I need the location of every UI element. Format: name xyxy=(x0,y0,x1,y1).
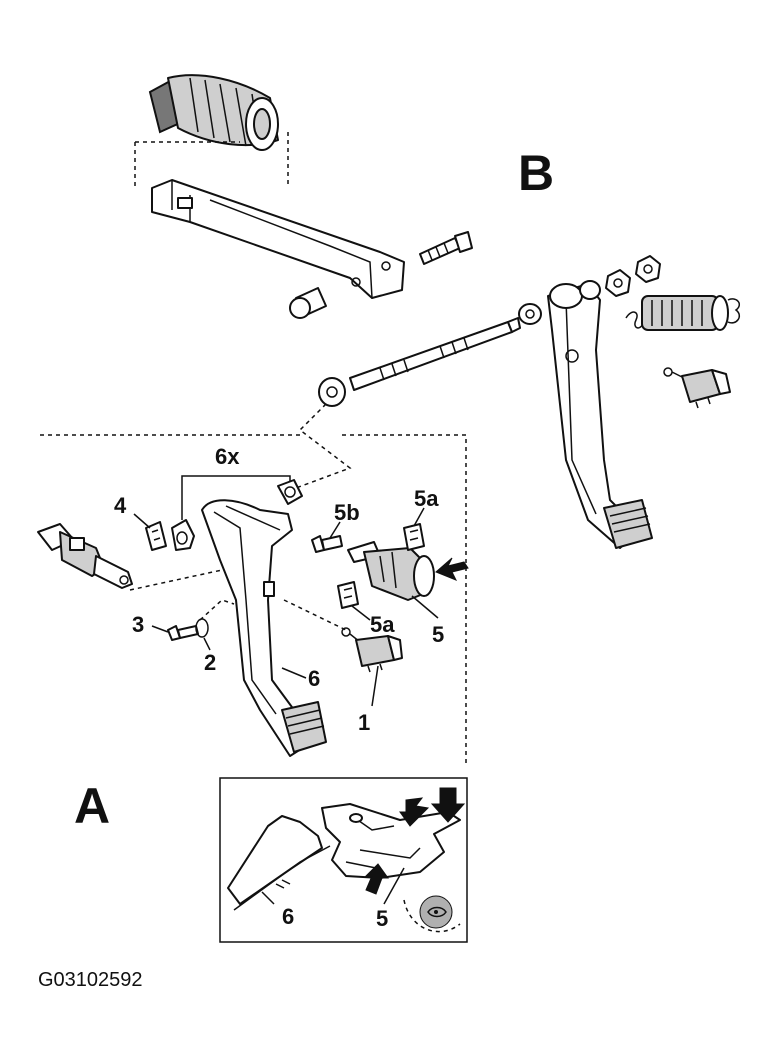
master-cylinder-link xyxy=(129,569,223,591)
leader-6 xyxy=(281,667,307,679)
nut-2 xyxy=(635,255,661,283)
brake-pedal-b xyxy=(547,280,653,549)
section-label-a: A xyxy=(74,778,110,834)
shaft-link-line xyxy=(295,403,352,489)
solid-arrow-icon xyxy=(430,787,466,823)
solid-arrow-icon xyxy=(435,557,469,581)
stop-light-switch-b xyxy=(663,367,731,409)
boot-leader-frame xyxy=(134,132,289,190)
section-label-b: B xyxy=(518,145,554,201)
pivot-shaft xyxy=(318,317,521,407)
leader-1 xyxy=(371,665,379,707)
callout-5a-bottom: 5a xyxy=(370,612,395,637)
callout-2: 2 xyxy=(204,650,216,675)
leader-3 xyxy=(151,625,169,633)
callout-5: 5 xyxy=(432,622,444,647)
clip-2 xyxy=(195,618,209,638)
callout-5a-top: 5a xyxy=(414,486,439,511)
shaft-washer xyxy=(518,303,542,325)
bushing-5a-bottom xyxy=(337,581,359,609)
leader-5 xyxy=(411,595,439,619)
callout-5b: 5b xyxy=(334,500,360,525)
clutch-pedal-6 xyxy=(201,499,327,757)
leader-5a-top xyxy=(413,507,425,527)
section-a-frame xyxy=(40,434,467,765)
pin-3 xyxy=(167,625,199,641)
bolt-5b xyxy=(311,535,343,553)
callout-detail-6: 6 xyxy=(282,904,294,929)
leader-5b xyxy=(329,521,341,539)
pedal-bracket-arm xyxy=(151,179,405,299)
solid-arrow-icon xyxy=(399,797,430,827)
bracket-bushing xyxy=(289,287,327,319)
callout-1: 1 xyxy=(358,710,370,735)
figure-id: G03102592 xyxy=(38,969,143,991)
callout-4: 4 xyxy=(114,493,127,518)
callout-6x: 6x xyxy=(215,444,240,469)
damper-5 xyxy=(347,541,435,601)
clip-4 xyxy=(145,521,167,551)
bushing-5a-top xyxy=(403,523,425,551)
callout-detail-5: 5 xyxy=(376,906,388,931)
rubber-boot xyxy=(148,74,279,151)
6x-bracket xyxy=(181,475,291,520)
leader-4 xyxy=(133,513,151,529)
bushing-6x-right xyxy=(277,479,303,505)
bracket-bolt xyxy=(419,231,473,265)
detail-inset xyxy=(219,777,468,943)
nut-1 xyxy=(605,269,631,297)
callout-3: 3 xyxy=(132,612,144,637)
bushing-6x-left xyxy=(171,519,195,551)
callout-6: 6 xyxy=(308,666,320,691)
master-cylinder xyxy=(37,523,133,589)
leader-5a-bottom xyxy=(351,605,371,621)
switch-link xyxy=(283,599,347,631)
stop-light-switch-1 xyxy=(341,627,403,673)
pin-link xyxy=(199,599,235,621)
cylinder-b xyxy=(625,295,740,331)
solid-arrow-icon xyxy=(364,863,389,895)
leader-2 xyxy=(203,637,211,651)
